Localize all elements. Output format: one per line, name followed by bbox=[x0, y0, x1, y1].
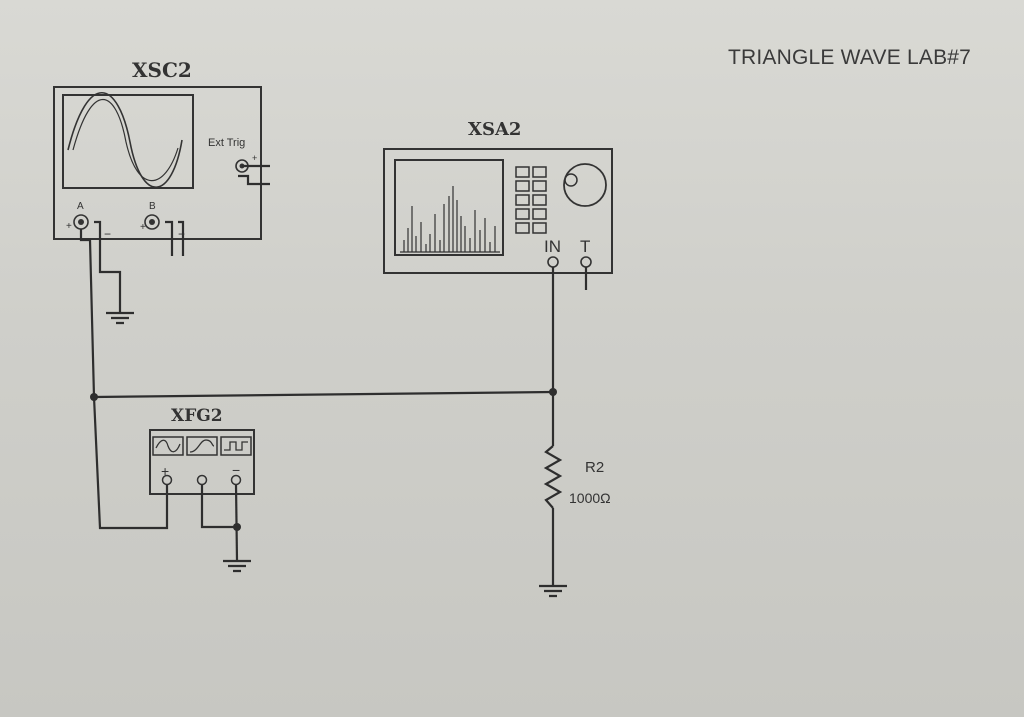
wire-node-to-generator-plus bbox=[92, 396, 169, 530]
channel-a-terminal[interactable]: + − bbox=[66, 214, 111, 241]
keypad-buttons[interactable] bbox=[515, 166, 547, 234]
channel-b-label: B bbox=[149, 201, 156, 212]
ext-trig-plus: + bbox=[252, 153, 257, 163]
junction-dot-generator bbox=[233, 523, 241, 531]
generator-plus-terminal[interactable] bbox=[161, 474, 173, 486]
resistor-zigzag bbox=[543, 445, 563, 509]
sine-icon[interactable] bbox=[152, 436, 184, 456]
spectrum-bars bbox=[400, 186, 500, 253]
triangle-icon[interactable] bbox=[186, 436, 218, 456]
resistor-value: 1000Ω bbox=[569, 490, 611, 506]
sine-wave-trace bbox=[67, 91, 183, 188]
oscilloscope-body bbox=[53, 86, 262, 240]
generator-plus-label: + bbox=[161, 463, 169, 479]
wire-generator-minus-ground bbox=[234, 484, 239, 561]
spectrum-analyzer-body bbox=[383, 148, 613, 274]
wire-channel-a-to-node bbox=[79, 229, 96, 398]
channel-a-label: A bbox=[77, 201, 84, 212]
oscilloscope-name: XSC2 bbox=[132, 58, 192, 82]
ground-icon-scope bbox=[106, 311, 134, 325]
spectrum-analyzer-name: XSA2 bbox=[468, 119, 521, 140]
channel-a-plus: + bbox=[66, 221, 72, 232]
ext-trig-label: Ext Trig bbox=[208, 137, 245, 149]
resistor-r2[interactable]: R2 1000Ω bbox=[543, 445, 611, 509]
ground-icon-resistor bbox=[539, 584, 567, 598]
circuit-wires bbox=[79, 229, 557, 585]
function-generator-xfg2[interactable]: XFG2 + − bbox=[149, 406, 255, 573]
function-generator-name: XFG2 bbox=[171, 406, 223, 426]
channel-a-ground-wire bbox=[94, 220, 122, 312]
oscilloscope-xsc2[interactable]: XSC2 Ext Trig + A + − bbox=[53, 58, 270, 325]
generator-common-terminal[interactable] bbox=[196, 474, 208, 486]
trigger-terminal[interactable] bbox=[580, 256, 592, 290]
oscilloscope-screen bbox=[62, 94, 194, 189]
junction-dot-right bbox=[549, 388, 557, 396]
trigger-label: T bbox=[580, 237, 590, 256]
channel-a-minus: − bbox=[104, 227, 111, 241]
ext-trig-terminal[interactable]: + bbox=[235, 153, 270, 186]
knob-icon[interactable] bbox=[563, 163, 607, 207]
square-icon[interactable] bbox=[220, 436, 252, 456]
generator-minus-label: − bbox=[232, 462, 240, 478]
channel-b-plus: + bbox=[140, 222, 146, 233]
wire-generator-common bbox=[200, 485, 237, 529]
resistor-name: R2 bbox=[585, 459, 604, 476]
ground-icon-generator bbox=[223, 559, 251, 573]
channel-b-terminal[interactable]: + − bbox=[140, 214, 185, 256]
spectrum-analyzer-xsa2[interactable]: XSA2 bbox=[383, 119, 613, 290]
generator-minus-terminal[interactable] bbox=[230, 474, 242, 486]
channel-b-minus: − bbox=[178, 227, 185, 241]
wire-top-bus bbox=[93, 390, 554, 399]
page-title: TRIANGLE WAVE LAB#7 bbox=[728, 46, 972, 69]
junction-dot-left bbox=[90, 393, 98, 401]
in-terminal[interactable] bbox=[547, 256, 559, 268]
spectrum-analyzer-screen bbox=[394, 159, 504, 256]
in-label: IN bbox=[544, 237, 561, 256]
